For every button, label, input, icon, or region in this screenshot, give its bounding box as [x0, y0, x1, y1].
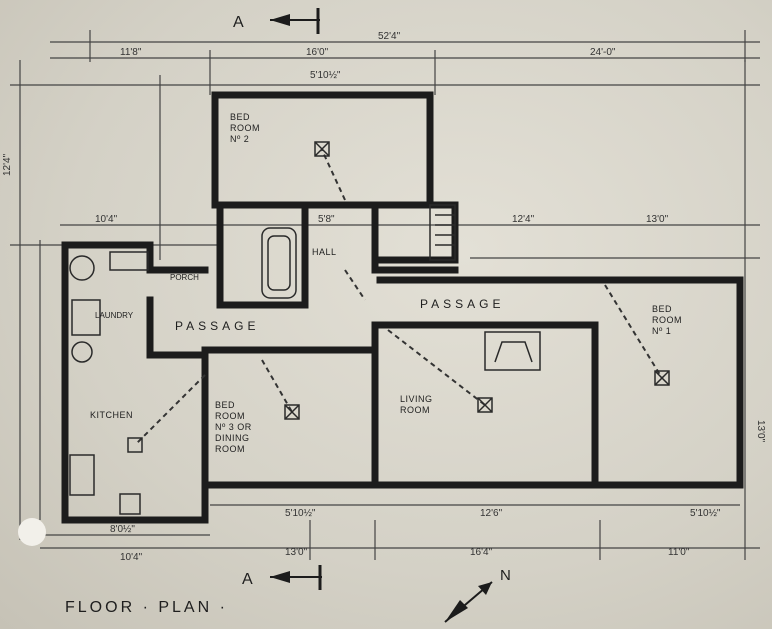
room-label-living-2: ROOM	[400, 405, 430, 415]
room-label-kitchen: KITCHEN	[90, 410, 133, 420]
room-label-bed3-2: ROOM	[215, 411, 245, 421]
dim-top-mid: 16'0"	[306, 47, 329, 58]
dim-mid-left: 10'4"	[95, 214, 118, 225]
dim-bot-c: 12'6"	[480, 508, 503, 519]
room-label-bed3-1: BED	[215, 400, 235, 410]
dim-mid-a: 5'8"	[318, 214, 335, 225]
room-label-bed1-1: BED	[652, 304, 672, 314]
dim-bot-left-a: 8'0½"	[110, 524, 135, 535]
room-label-hall: HALL	[312, 247, 337, 257]
section-marker-bottom: A	[242, 565, 322, 590]
dim-left-a: 12'4"	[2, 153, 13, 176]
dim-bot-left: 10'4"	[120, 552, 143, 563]
section-marker-top: A	[233, 8, 320, 34]
dim-bot-a: 16'4"	[470, 547, 493, 558]
room-label-passage-left: PASSAGE	[175, 319, 259, 333]
dimension-lines	[10, 30, 760, 560]
room-label-bed1-3: Nº 1	[652, 326, 671, 336]
north-arrow-icon: N	[444, 567, 511, 623]
dim-bot-b: 5'10½"	[285, 508, 316, 519]
dim-right-a: 13'0"	[755, 420, 766, 443]
dim-bot-right: 5'10½"	[690, 508, 721, 519]
dim-mid-c: 13'0"	[646, 214, 669, 225]
north-label: N	[500, 567, 511, 584]
room-label-bed3-5: ROOM	[215, 444, 245, 454]
room-label-porch: PORCH	[170, 273, 199, 282]
room-label-passage-right: PASSAGE	[420, 297, 504, 311]
room-label-bed2-1: BED	[230, 112, 250, 122]
room-label-bed3-3: Nº 3 OR	[215, 422, 252, 432]
dim-top-right: 24'-0"	[590, 47, 616, 58]
room-label-laundry: LAUNDRY	[95, 311, 134, 320]
room-label-bed2-3: Nº 2	[230, 134, 249, 144]
section-label-bottom: A	[242, 571, 253, 588]
dim-bed2-width: 5'10½"	[310, 70, 341, 81]
room-label-bed3-4: DINING	[215, 433, 250, 443]
walls	[61, 91, 744, 524]
dim-mid-b: 12'4"	[512, 214, 535, 225]
room-labels: BED ROOM Nº 2 BED ROOM Nº 1 BED ROOM Nº …	[90, 112, 682, 454]
room-label-bed2-2: ROOM	[230, 123, 260, 133]
dimension-labels: 52'4" 11'8" 16'0" 24'-0" 5'10½" 10'4" 5'…	[2, 31, 766, 563]
dim-bot-mid: 13'0"	[285, 547, 308, 558]
dim-overall: 52'4"	[378, 31, 401, 42]
page-title: FLOOR · PLAN ·	[65, 599, 228, 616]
room-label-living-1: LIVING	[400, 394, 433, 404]
section-label-top: A	[233, 14, 244, 31]
dim-bot-far: 11'0"	[668, 547, 690, 558]
light-fixtures	[127, 141, 670, 453]
hole-punch	[18, 518, 46, 546]
fixtures	[69, 204, 541, 515]
room-label-bed1-2: ROOM	[652, 315, 682, 325]
dim-top-left: 11'8"	[120, 47, 142, 58]
